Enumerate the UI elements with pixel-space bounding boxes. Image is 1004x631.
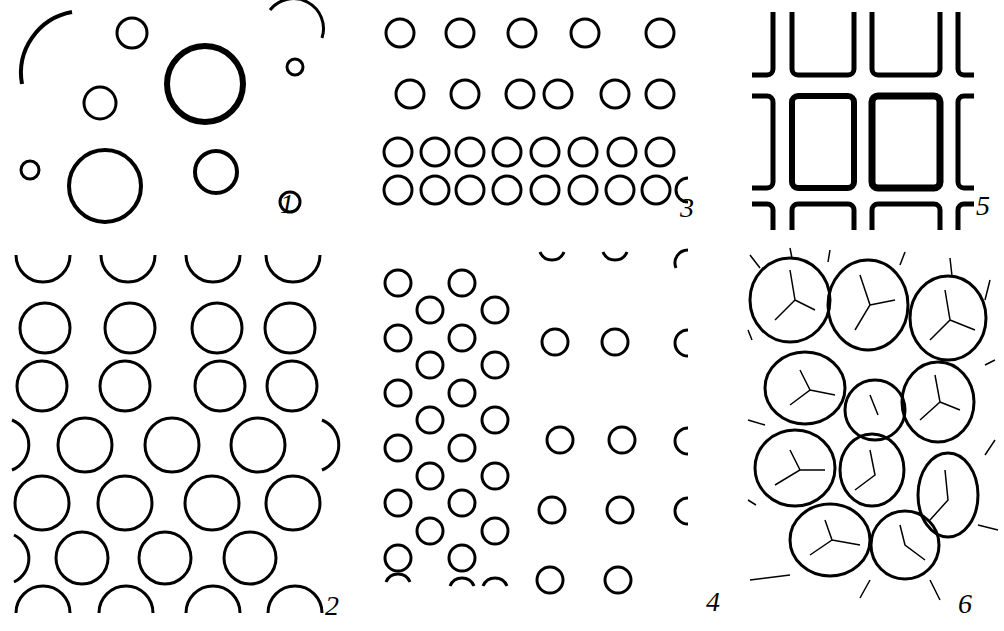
panel-6: [748, 248, 998, 600]
panel-1: [21, 0, 323, 222]
panel-2: [12, 255, 339, 613]
panel-number: 5: [976, 192, 990, 220]
panel-number: 4: [706, 588, 720, 616]
panel-number: 1: [280, 190, 294, 218]
panel-4: [385, 250, 688, 593]
panel-5: [752, 12, 974, 230]
panel-3: [384, 19, 688, 204]
panel-number: 6: [958, 590, 972, 618]
panel-number: 2: [325, 592, 339, 620]
panel-number: 3: [680, 194, 694, 222]
